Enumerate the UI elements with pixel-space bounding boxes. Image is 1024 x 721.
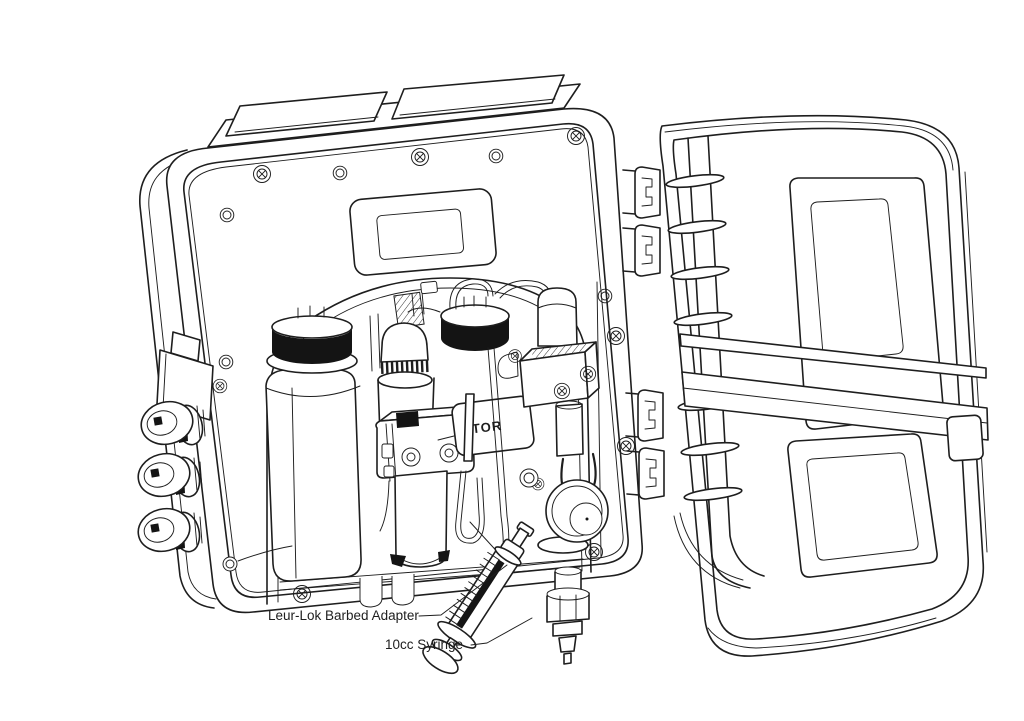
bottom-tab — [359, 576, 383, 608]
callout-syringe-leader — [470, 617, 533, 646]
tube-clip — [497, 349, 522, 379]
callout-adapter-leader — [418, 564, 508, 617]
component-plate: TOR — [437, 393, 535, 462]
door-hinge — [622, 224, 661, 277]
left-side-wall — [139, 149, 217, 609]
roller-disc — [440, 295, 510, 351]
door — [659, 114, 989, 657]
knurled-canister — [377, 322, 435, 437]
syringe-plunger — [422, 620, 477, 675]
valve-knob — [519, 468, 609, 554]
callouts: Leur-Lok Barbed Adapter 10cc Syringe — [268, 564, 533, 652]
display-window — [349, 188, 497, 276]
valve-block — [519, 287, 600, 500]
pump-manifold — [375, 405, 475, 532]
door-band — [679, 333, 989, 462]
top-lid-panels — [207, 74, 581, 148]
reagent-bottle — [222, 305, 362, 582]
door-window-lower — [787, 433, 938, 578]
internal-components: TOR — [222, 278, 609, 665]
callout-syringe-label: 10cc Syringe — [385, 637, 463, 652]
cable-gland — [132, 502, 205, 558]
filter-bowl — [390, 470, 485, 568]
syringe-assembly — [422, 521, 535, 675]
drain-fitting — [222, 545, 293, 572]
instrument-enclosure-diagram: TOR — [40, 16, 1024, 705]
cable-gland — [132, 447, 205, 503]
bottom-tab — [391, 574, 415, 606]
door-outline — [659, 114, 985, 657]
door-inner-lip — [672, 127, 969, 640]
door-hinge-column — [673, 135, 765, 589]
shaded-roller — [393, 291, 425, 329]
door-latch-tab — [946, 414, 984, 462]
syringe-graduations — [445, 551, 500, 626]
bulkhead-hex-fitting — [546, 566, 590, 665]
callout-adapter-label: Leur-Lok Barbed Adapter — [268, 608, 419, 623]
syringe-barrel — [445, 546, 522, 642]
door-hinge — [622, 166, 661, 219]
cable-glands — [132, 395, 208, 558]
